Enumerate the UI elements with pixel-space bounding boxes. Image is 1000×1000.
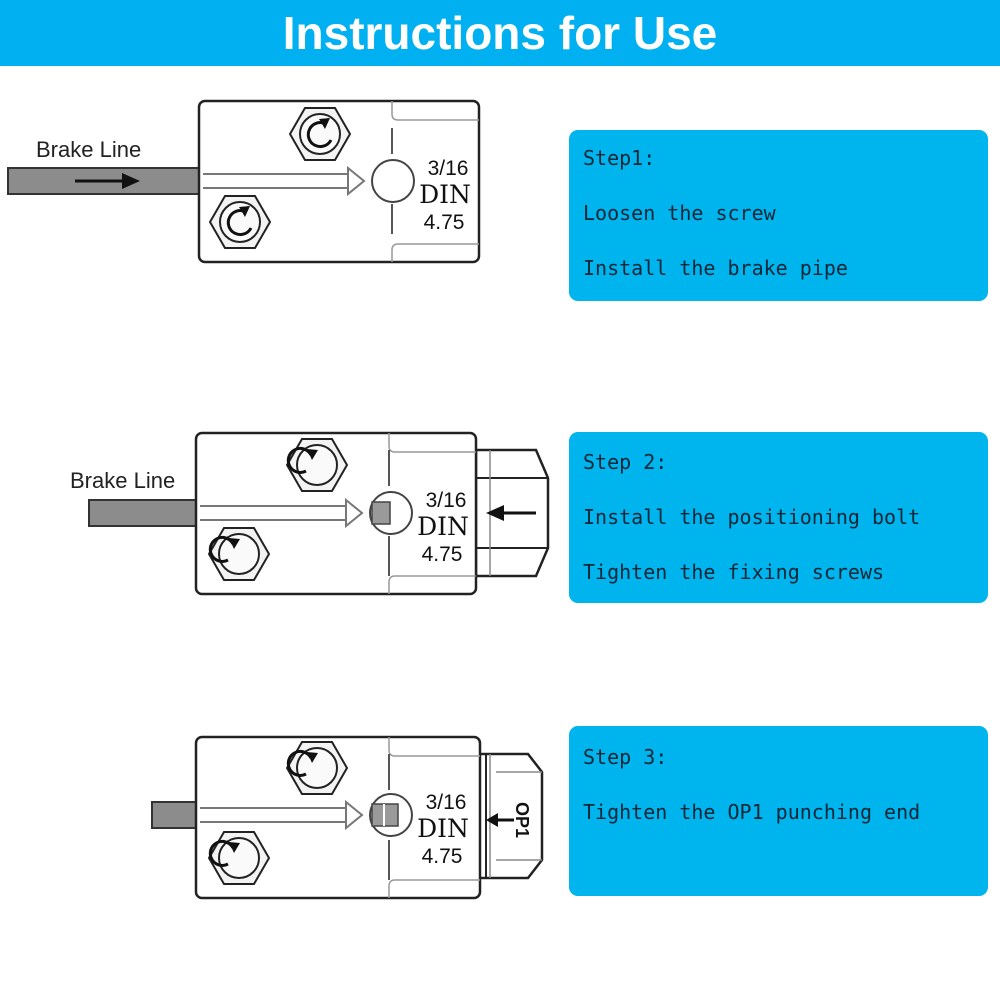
- step1-line-2: Install the brake pipe: [583, 256, 848, 280]
- step2-title: Step 2:: [583, 450, 668, 474]
- size-mm-label: 4.75: [422, 845, 463, 868]
- size-inch-label: 3/16: [426, 791, 467, 814]
- die-hole: [371, 159, 415, 203]
- rotate-counterclockwise-icon: [306, 121, 333, 149]
- step1-line-1: Loosen the screw: [583, 201, 776, 225]
- step1-box: Step1: Loosen the screw Install the brak…: [569, 130, 988, 301]
- size-din-label: DIN: [419, 180, 471, 209]
- size-inch-label: 3/16: [428, 157, 469, 180]
- step3-title: Step 3:: [583, 745, 668, 769]
- op1-label: OP1: [512, 802, 532, 838]
- positioning-bolt: [474, 448, 550, 578]
- op1-punch-end: OP1: [474, 752, 544, 880]
- screw-bottom: [208, 195, 272, 249]
- page-title: Instructions for Use: [282, 7, 718, 59]
- screw-bottom: [207, 527, 271, 581]
- rotate-clockwise-icon: [286, 446, 313, 474]
- size-mm-label: 4.75: [424, 211, 465, 234]
- brake-line-label: Brake Line: [70, 468, 176, 493]
- size-inch-label: 3/16: [426, 489, 467, 512]
- screw-top: [288, 107, 352, 161]
- rotate-clockwise-icon: [208, 839, 235, 867]
- step2-line-1: Install the positioning bolt: [583, 505, 921, 529]
- screw-top: [285, 438, 349, 492]
- step2-diagram: 3/16 DIN 4.75: [88, 431, 550, 596]
- rotate-clockwise-icon: [286, 749, 313, 777]
- step3-diagram: OP1 3/16 DIN 4.75: [151, 735, 544, 900]
- step1-title: Step1:: [583, 146, 656, 170]
- brake-pipe: [88, 499, 205, 527]
- size-mm-label: 4.75: [422, 543, 463, 566]
- brake-line-label: Brake Line: [36, 137, 142, 162]
- step2-box: Step 2: Install the positioning bolt Tig…: [569, 432, 988, 603]
- step2-line-2: Tighten the fixing screws: [583, 560, 885, 584]
- screw-top: [285, 741, 349, 795]
- step1-diagram: 3/16 DIN 4.75: [7, 99, 481, 264]
- arrow-left-icon: [486, 813, 514, 827]
- screw-bottom: [207, 831, 271, 885]
- rotate-counterclockwise-icon: [226, 209, 253, 237]
- rotate-clockwise-icon: [208, 535, 235, 563]
- size-din-label: DIN: [417, 814, 469, 843]
- arrow-right-icon: [75, 173, 140, 189]
- size-din-label: DIN: [417, 512, 469, 541]
- arrow-left-icon: [486, 505, 536, 521]
- step3-box: Step 3: Tighten the OP1 punching end: [569, 726, 988, 896]
- step3-line-1: Tighten the OP1 punching end: [583, 800, 921, 824]
- header-banner: Instructions for Use: [0, 0, 1000, 66]
